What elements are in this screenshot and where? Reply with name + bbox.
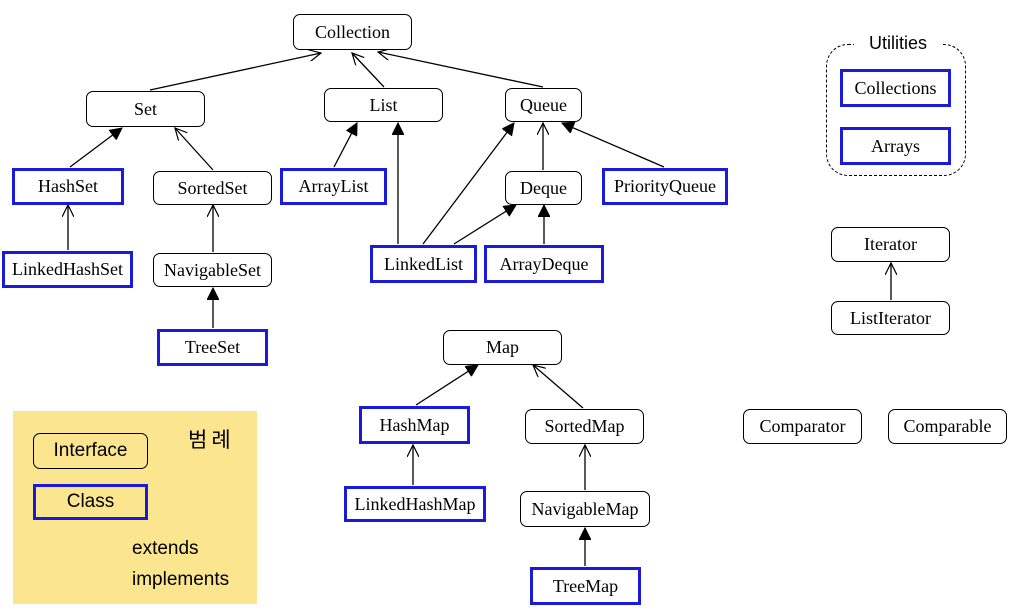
node-hashmap[interactable]: HashMap: [359, 406, 470, 444]
node-sortedset[interactable]: SortedSet: [153, 171, 272, 205]
legend-title: 범례: [188, 428, 235, 452]
node-list[interactable]: List: [324, 88, 443, 122]
edge-sortedset-set: [175, 128, 214, 171]
legend-implements-label: implements: [132, 569, 230, 590]
edge-linkedlist-deque: [453, 205, 516, 245]
node-treeset[interactable]: TreeSet: [157, 329, 268, 366]
legend-interface-sample: Interface: [33, 433, 148, 469]
node-priorityqueue[interactable]: PriorityQueue: [602, 168, 728, 205]
node-arraylist[interactable]: ArrayList: [280, 168, 387, 205]
node-deque[interactable]: Deque: [505, 171, 582, 205]
node-map[interactable]: Map: [443, 330, 562, 365]
node-linkedhashset[interactable]: LinkedHashSet: [2, 251, 133, 288]
node-comparator[interactable]: Comparator: [743, 409, 862, 444]
node-navigablemap[interactable]: NavigableMap: [520, 491, 650, 527]
node-arraydeque[interactable]: ArrayDeque: [484, 245, 604, 283]
edge-arraylist-list: [333, 123, 358, 168]
utilities-label: Utilities: [854, 31, 942, 55]
node-queue[interactable]: Queue: [505, 88, 582, 122]
node-linkedlist[interactable]: LinkedList: [370, 245, 477, 283]
node-collection[interactable]: Collection: [293, 14, 412, 50]
node-comparable[interactable]: Comparable: [888, 409, 1007, 444]
edge-hashset-set: [69, 128, 122, 168]
edge-queue-collection: [378, 52, 544, 88]
node-collections[interactable]: Collections: [840, 69, 951, 107]
node-linkedhashmap[interactable]: LinkedHashMap: [344, 486, 486, 522]
legend-class-sample: Class: [33, 484, 148, 520]
node-hashset[interactable]: HashSet: [12, 168, 124, 205]
legend-extends-label: extends: [132, 538, 199, 559]
edge-hashmap-map: [415, 365, 478, 406]
edge-priorityqueue-queue: [562, 123, 665, 168]
node-iterator[interactable]: Iterator: [831, 227, 950, 262]
node-navigableset[interactable]: NavigableSet: [153, 253, 272, 287]
edge-linkedlist-queue: [422, 123, 514, 245]
edge-sortedmap-map: [533, 365, 584, 409]
edge-set-collection: [149, 53, 321, 91]
node-set[interactable]: Set: [86, 91, 205, 127]
node-listiterator[interactable]: ListIterator: [831, 301, 950, 335]
node-treemap[interactable]: TreeMap: [530, 567, 641, 605]
node-sortedmap[interactable]: SortedMap: [525, 409, 644, 444]
node-arrays[interactable]: Arrays: [840, 127, 951, 165]
edge-list-collection: [352, 53, 385, 88]
